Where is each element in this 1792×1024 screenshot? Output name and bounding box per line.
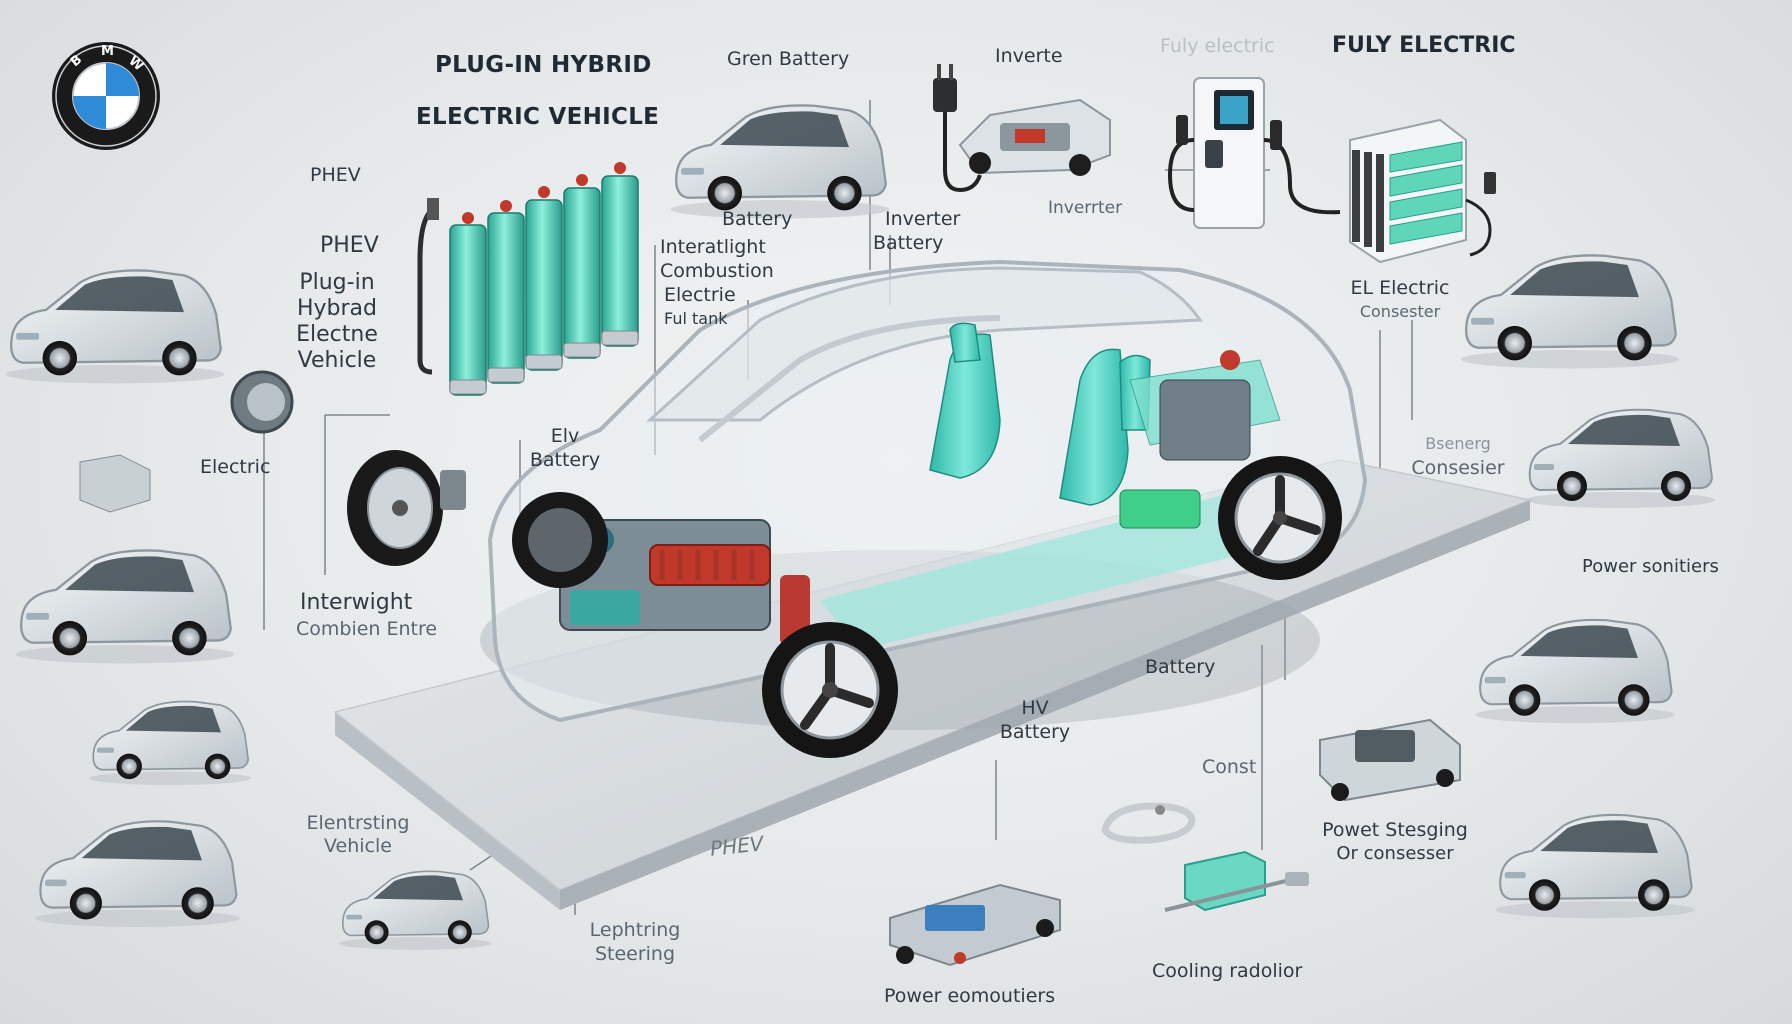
label-lightning-line: Lephtring [589,919,681,941]
label-battery-floor: Battery [1145,656,1216,678]
label-plugin-hybrid-group: Plug-in Hybrad Electne Vehicle [282,270,392,374]
label-plugin-line: Plug-in [299,270,375,295]
label-ev-group: Elentrsting Vehicle [288,812,428,858]
label-inverter-line: Inverter [885,208,961,230]
car-icon [669,104,891,220]
label-const: Const [1202,756,1257,778]
label-el-electric-group: EL Electric Consester [1320,276,1480,324]
power-electronics-icon [889,883,1061,967]
car-icon [4,269,226,385]
label-green-battery: Gren Battery [727,48,850,70]
label-plugin-line: Hybrad [296,296,378,321]
front-wheel [762,622,898,758]
label-combustion-group: Interatlight Combustion Electrie Ful tan… [660,235,774,331]
label-ev-battery-group: Elv Battery [510,424,620,472]
label-power-solutions: Power sonitiers [1582,556,1719,577]
label-battery-top: Battery [722,208,793,230]
battery-module-icon [1349,118,1496,264]
wheel-icon [347,450,466,566]
label-consesser-group: Bsenerg Consesier [1388,432,1528,480]
title-line-2: ELECTRIC VEHICLE [416,104,660,130]
logo-letter: M [101,44,114,59]
label-inverter-faint: Inverrter [1048,198,1123,218]
label-lightning-line: Steering [594,943,676,965]
plug-icon [933,64,982,193]
main-car-cutaway [480,259,1368,758]
label-hv-group: HV Battery [975,696,1095,744]
label-combustion-line: Interatlight [660,236,766,258]
label-combustion-line: Electrie [664,284,736,306]
car-icon [338,870,492,951]
car-icon [14,549,236,665]
label-combien-entre: Combien Entre [296,618,438,640]
label-plugin-line: Electne [296,322,378,347]
label-inverter-top: Inverte [995,45,1063,67]
label-consesser-line: Bsenerg [1425,434,1491,453]
label-power-steering-line: Powet Stesging [1322,819,1468,841]
battery-cells-icon [417,162,639,396]
label-phev-2: PHEV [320,233,379,258]
label-ev-line: Vehicle [324,834,392,857]
label-combustion-line: Ful tank [664,309,728,328]
label-inverter-line: Battery [873,232,944,254]
label-cooling-radiator: Cooling radolior [1152,960,1303,982]
label-el-electric-line: EL Electric [1350,277,1450,299]
label-ev-battery-line: Battery [529,449,601,471]
hose-icon [1101,802,1196,844]
car-icon [1494,813,1696,920]
label-power-bottom: Power eomoutiers [884,985,1056,1007]
cooling-radiator-icon [1164,850,1309,912]
rear-wheel [1218,456,1342,580]
bmw-logo-icon: B M W [52,42,160,150]
label-ev-line: Elentrsting [306,812,410,834]
car-icon [34,820,241,929]
motor-icon [79,370,294,513]
car-icon [1523,408,1717,510]
label-inverter-group: Inverter Battery [873,207,961,255]
label-hv-line: Battery [999,721,1071,743]
label-phev-1: PHEV [310,164,361,186]
car-icon [1459,254,1681,370]
label-el-electric-line: Consester [1359,302,1441,321]
label-power-steering-line: Or consesser [1336,843,1454,864]
label-hv-line: HV [1021,697,1049,719]
charging-station-icon [1167,77,1341,229]
label-interweight: Interwight [300,590,413,615]
label-combustion-line: Combustion [660,260,774,282]
label-plugin-line: Vehicle [297,348,377,373]
label-electric: Electric [200,456,271,478]
label-fully-electric: FULY ELECTRIC [1332,33,1516,58]
label-power-steering-group: Powet Stesging Or consesser [1300,818,1490,866]
label-fully-electric-ghost: Fuly electric [1160,35,1275,57]
inverter-assembly [958,98,1111,176]
label-consesser-line: Consesier [1411,457,1505,479]
title-line-1: PLUG-IN HYBRID [435,52,652,78]
label-ev-battery-line: Elv [550,425,580,447]
car-icon [1474,618,1676,725]
steering-converter-icon [1319,718,1461,802]
label-lightning-group: Lephtring Steering [560,918,710,966]
car-icon [88,700,252,786]
